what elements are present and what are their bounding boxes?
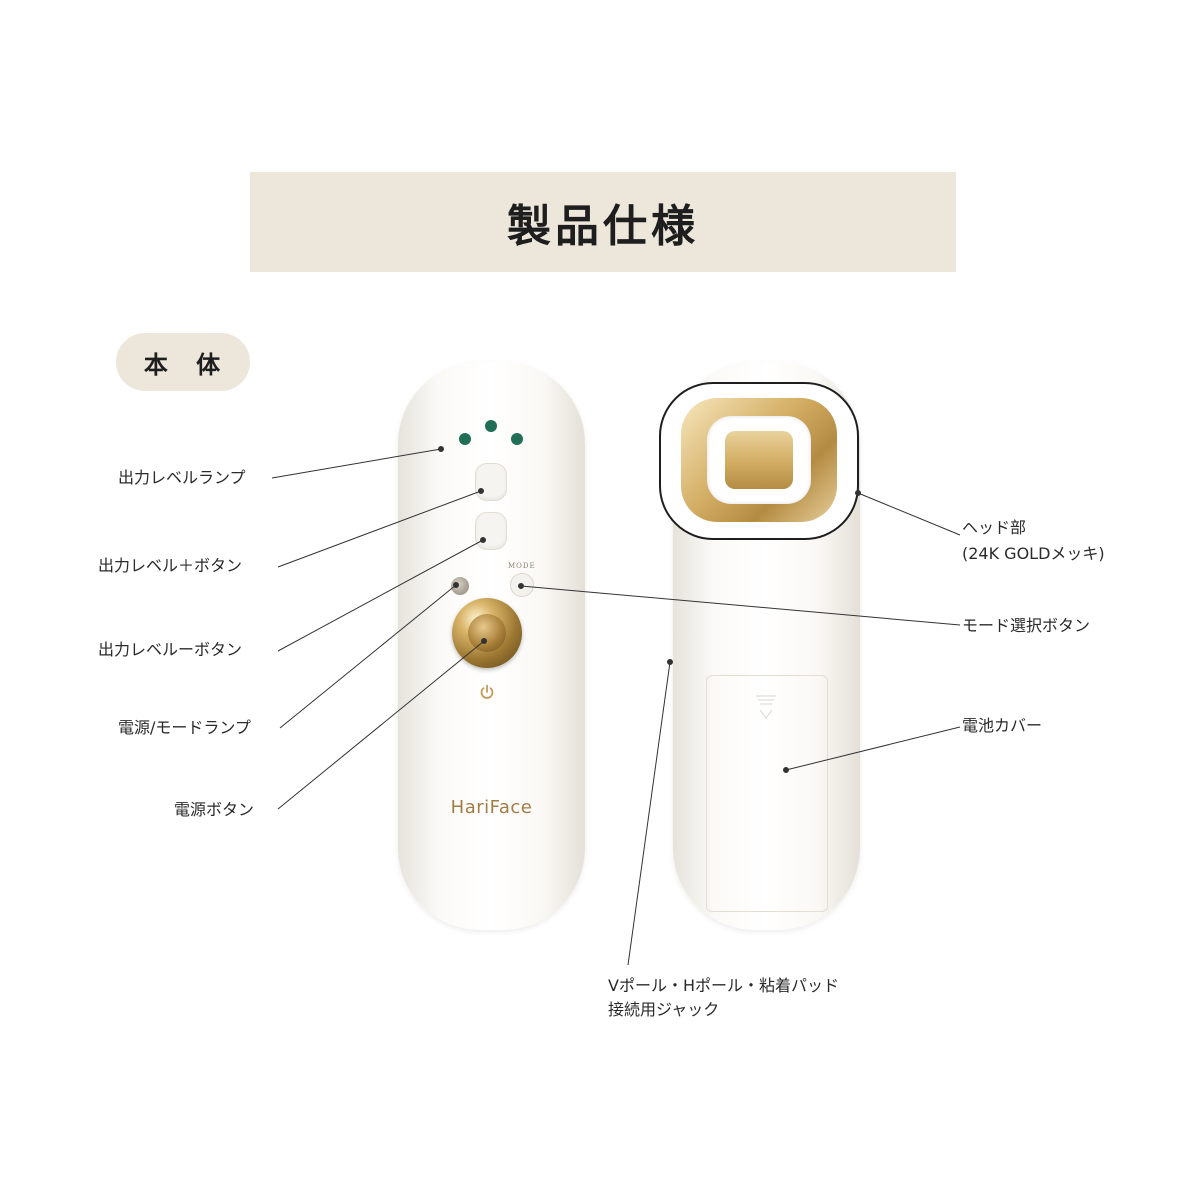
- label-head-note: (24K GOLDメッキ): [962, 544, 1105, 563]
- head-electrode: [725, 431, 793, 489]
- output-level-led-2: [485, 420, 497, 432]
- output-level-plus-button[interactable]: [475, 463, 507, 501]
- power-mode-lamp: [451, 577, 469, 595]
- label-head: ヘッド部: [962, 518, 1027, 537]
- label-output-level-minus: 出力レベルーボタン: [98, 640, 243, 659]
- label-power-button: 電源ボタン: [174, 800, 255, 819]
- label-jack-note: 接続用ジャック: [608, 1000, 720, 1019]
- label-jack: Vポール・Hポール・粘着パッド: [608, 976, 839, 995]
- output-level-minus-button[interactable]: [475, 512, 507, 550]
- page-title: 製品仕様: [507, 201, 699, 252]
- output-level-led-1: [459, 433, 471, 445]
- leader-battery-cover: [785, 726, 961, 771]
- label-output-level-plus: 出力レベル＋ボタン: [98, 556, 243, 575]
- output-level-led-3: [511, 433, 523, 445]
- label-power-mode-lamp: 電源/モードランプ: [118, 718, 251, 737]
- leader-mode-select: [520, 585, 961, 626]
- label-mode-select: モード選択ボタン: [962, 616, 1091, 635]
- brand-logo: HariFace: [450, 797, 533, 818]
- title-banner: 製品仕様: [250, 172, 956, 272]
- label-output-level-lamp: 出力レベルランプ: [118, 468, 246, 487]
- power-button-center: [468, 614, 506, 652]
- leader-head: [857, 492, 961, 536]
- leader-output-minus: [277, 539, 484, 652]
- battery-cover-arrow-icon: [756, 695, 776, 719]
- leader-power-mode-lamp: [279, 584, 457, 729]
- mode-label: MODE: [508, 562, 536, 570]
- section-pill: 本 体: [116, 333, 250, 391]
- leader-output-level-lamp: [271, 448, 442, 479]
- battery-cover[interactable]: [706, 675, 828, 912]
- leader-jack: [627, 661, 671, 966]
- power-button[interactable]: [452, 598, 522, 668]
- label-battery-cover: 電池カバー: [962, 716, 1043, 735]
- leader-power-button: [277, 640, 485, 810]
- section-label: 本 体: [143, 350, 231, 379]
- power-icon: [480, 684, 494, 699]
- leader-output-plus: [277, 490, 482, 568]
